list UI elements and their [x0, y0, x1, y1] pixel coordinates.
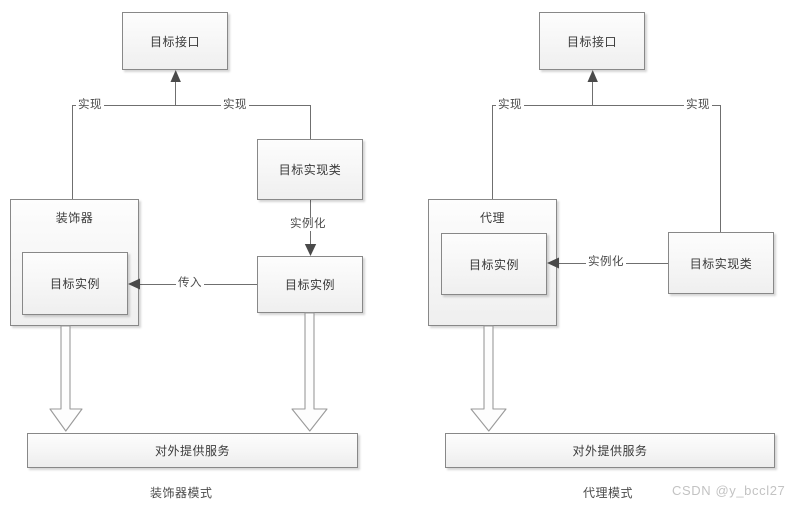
watermark-csdn: CSDN @y_bccl27 [672, 483, 786, 498]
block-arrow-decorator-to-service [49, 325, 83, 432]
node-service-bar-left[interactable]: 对外提供服务 [27, 433, 358, 468]
edge-label-implements-right-right: 实现 [684, 99, 712, 112]
edge-label-implements-left: 实现 [76, 99, 104, 112]
line-interface-stem [175, 78, 177, 106]
node-label: 目标实例 [49, 277, 100, 291]
edge-label-pass-in: 传入 [176, 277, 204, 290]
block-arrow-proxy-to-service [470, 325, 507, 432]
node-target-interface-left[interactable]: 目标接口 [122, 12, 228, 70]
node-label: 目标实例 [468, 257, 519, 272]
edge-label-implements-right: 实现 [221, 99, 249, 112]
line-implements-right-drop-right [720, 105, 721, 233]
node-label: 装饰器 [55, 211, 94, 225]
line-interface-stem-right [592, 78, 594, 106]
node-label: 目标实现类 [689, 256, 753, 271]
line-implements-bus-right [492, 105, 721, 106]
caption-proxy-pattern: 代理模式 [583, 486, 634, 500]
edge-label-implements-left-right: 实现 [496, 99, 524, 112]
node-label: 目标接口 [149, 34, 200, 49]
node-target-instance-left[interactable]: 目标实例 [257, 256, 363, 313]
edge-label-instantiate-left: 实例化 [288, 218, 328, 231]
line-implements-left-drop [72, 105, 73, 200]
node-target-impl-class-left[interactable]: 目标实现类 [257, 139, 363, 200]
node-label: 对外提供服务 [154, 444, 230, 458]
node-decorator-inner-instance[interactable]: 目标实例 [22, 252, 128, 315]
node-label: 目标实例 [284, 278, 335, 292]
node-label: 对外提供服务 [572, 444, 648, 458]
edge-label-instantiate-right: 实例化 [586, 256, 626, 269]
node-label: 目标实现类 [278, 163, 342, 177]
caption-decorator-pattern: 装饰器模式 [150, 486, 213, 500]
node-label: 目标接口 [566, 34, 617, 49]
node-target-interface-right[interactable]: 目标接口 [539, 12, 645, 70]
block-arrow-instance-to-service [291, 312, 328, 432]
line-implements-right-drop [310, 105, 311, 140]
node-target-impl-class-right[interactable]: 目标实现类 [668, 232, 774, 294]
line-implements-bus [72, 105, 311, 106]
node-service-bar-right[interactable]: 对外提供服务 [445, 433, 775, 468]
node-proxy-inner-instance[interactable]: 目标实例 [441, 233, 547, 295]
node-label: 代理 [479, 211, 505, 225]
line-implements-left-drop-right [492, 105, 493, 200]
